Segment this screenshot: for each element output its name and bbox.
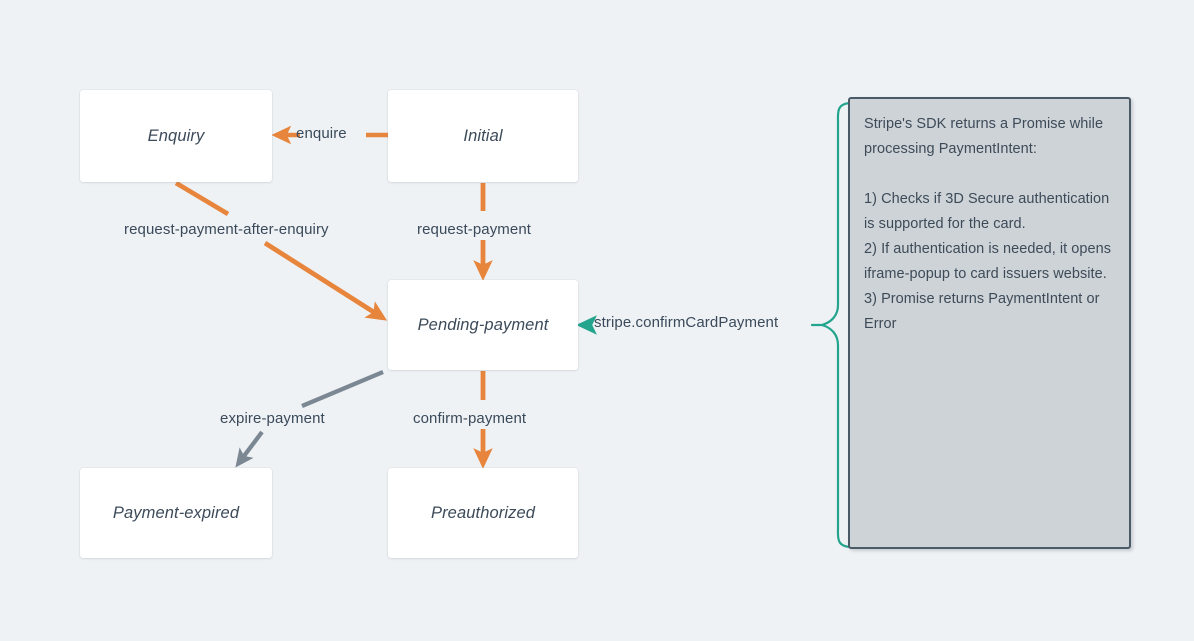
state-label-pending-payment: Pending-payment: [417, 315, 549, 334]
state-box-initial[interactable]: Initial: [388, 90, 578, 182]
state-label-enquiry: Enquiry: [147, 126, 205, 145]
note-brace: [810, 101, 854, 549]
stripe-call-label: stripe.confirmCardPayment: [594, 314, 779, 331]
state-box-enquiry[interactable]: Enquiry: [80, 90, 272, 182]
state-box-payment-expired[interactable]: Payment-expired: [80, 468, 272, 558]
state-label-payment-expired: Payment-expired: [112, 503, 240, 522]
edge-label-request-payment-after-enquiry: request-payment-after-enquiry: [124, 221, 329, 238]
state-label-preauthorized: Preauthorized: [430, 503, 536, 522]
state-box-preauthorized[interactable]: Preauthorized: [388, 468, 578, 558]
edge-label-expire-payment: expire-payment: [220, 410, 325, 427]
state-box-pending-payment[interactable]: Pending-payment: [388, 280, 578, 370]
edge-label-request-payment: request-payment: [417, 221, 532, 238]
note-box: [848, 97, 1131, 549]
note-text: Stripe's SDK returns a Promise while pro…: [864, 116, 1112, 332]
edge-request-payment-after-enquiry: [174, 180, 388, 321]
edge-label-enquire: enquire: [296, 125, 347, 142]
edge-label-confirm-payment: confirm-payment: [413, 410, 527, 427]
state-label-initial: Initial: [463, 126, 503, 145]
